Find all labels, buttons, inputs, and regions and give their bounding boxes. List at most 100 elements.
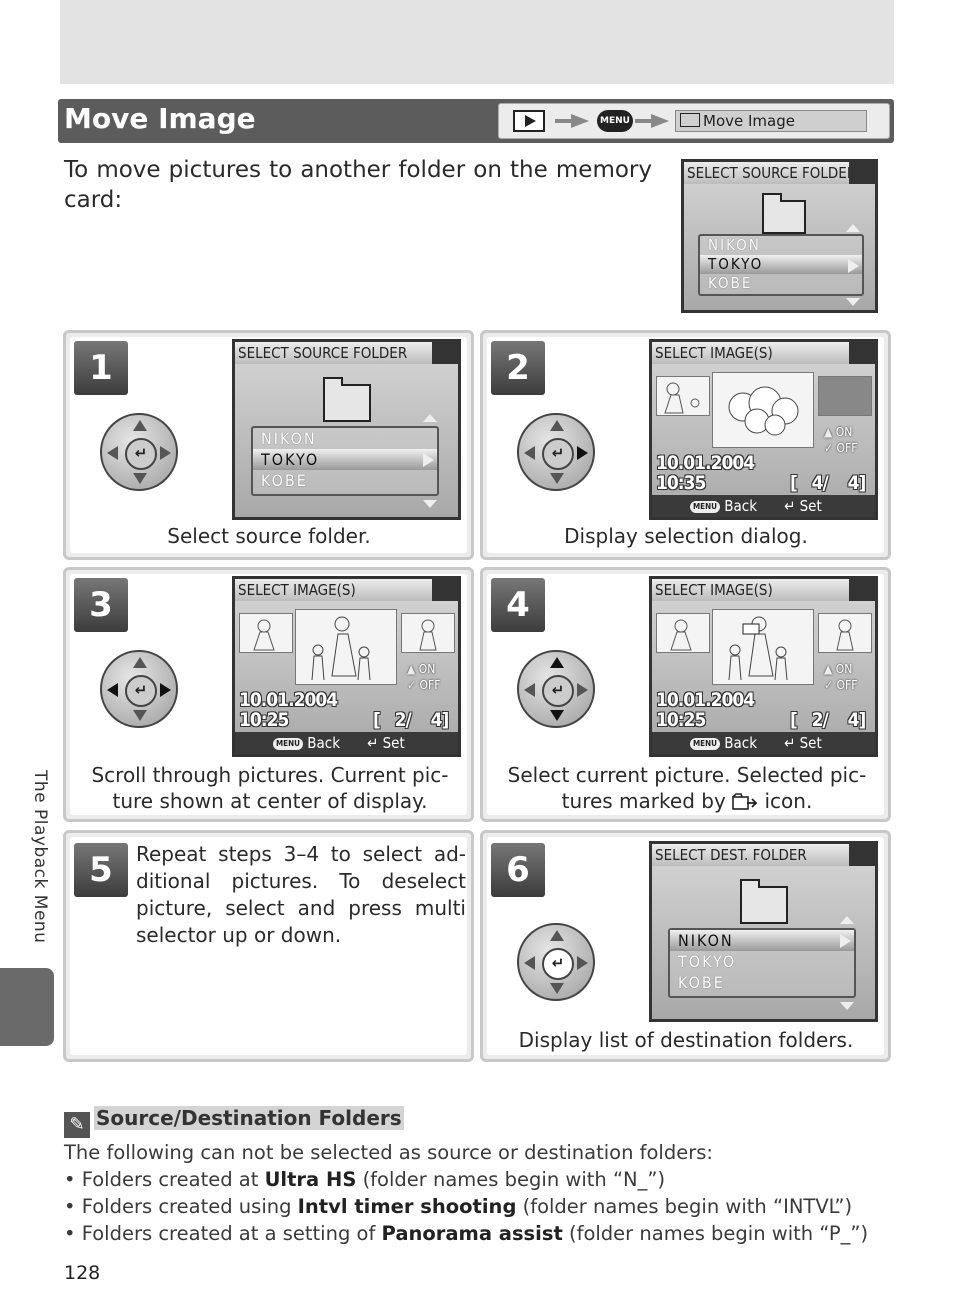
folder-item: NIKON: [261, 429, 317, 448]
on-off-legend: ▲ ON ✓ OFF: [407, 662, 441, 692]
section-title-bar: Move Image MENU Move Image: [58, 99, 894, 143]
step-2-panel: 2 ↵ SELECT IMAGE(S) ▲ ON ✓ OFF 10.01.200…: [480, 330, 891, 560]
back-label: Back: [724, 497, 758, 515]
current-image: [295, 609, 397, 685]
lcd-select-images: SELECT IMAGE(S) ▲ ON ✓ OFF 10.01.2004 10…: [649, 339, 878, 520]
image-time: 10:35: [656, 472, 706, 494]
lcd-header: SELECT SOURCE FOLDER: [684, 162, 875, 184]
lcd-footer: MENU Back ↵ Set: [652, 732, 875, 754]
scroll-down-icon: [840, 1002, 854, 1010]
page-number: 128: [64, 1262, 101, 1284]
folder-item-selected: TOKYO: [700, 255, 862, 274]
lcd-select-dest: SELECT DEST. FOLDER NIKON TOKYO KOBE: [649, 841, 878, 1022]
scroll-down-icon: [423, 500, 437, 508]
step-caption: Select source folder.: [167, 524, 371, 548]
step-caption-line: ture shown at center of display.: [112, 789, 428, 813]
folder-icon: [323, 377, 371, 422]
back-label: Back: [724, 734, 758, 752]
on-off-legend: ▲ ON ✓ OFF: [824, 662, 858, 692]
image-time: 10:25: [656, 709, 706, 731]
step-caption-line: Select current picture. Selected pic-: [507, 763, 867, 787]
folder-icon: [762, 193, 806, 234]
menu-button-icon: MENU: [273, 737, 303, 750]
side-section-label: The Playback Menu: [30, 770, 50, 944]
note-body: The following can not be selected as sou…: [64, 1139, 894, 1247]
page-title: Move Image: [64, 102, 256, 135]
enter-icon: ↵: [784, 497, 796, 515]
arrow-right-icon: [840, 934, 851, 948]
step-5-panel: 5 Repeat steps 3–4 to select ad- ditiona…: [63, 830, 474, 1062]
step-number: 5: [74, 843, 128, 897]
set-label: Set: [799, 734, 822, 752]
note-item: • Folders created at a setting of Panora…: [64, 1222, 869, 1245]
folder-item: KOBE: [261, 471, 308, 490]
lcd-header: SELECT DEST. FOLDER: [652, 844, 875, 866]
lcd-select-images: SELECT IMAGE(S) ▲ ON ✓ OFF 10.01.2004 10…: [232, 576, 461, 757]
menu-path-label: Move Image: [675, 110, 867, 132]
lcd-header: SELECT SOURCE FOLDER: [235, 342, 458, 364]
step-5-text: Repeat steps 3–4 to select ad- ditional …: [136, 841, 466, 949]
multi-selector-icon: ↵: [100, 413, 178, 491]
arrow-right-icon: [555, 114, 589, 128]
folder-item: NIKON: [708, 236, 761, 254]
menu-path-text: Move Image: [703, 112, 795, 130]
thumbnail-empty: [818, 376, 872, 416]
step-caption: Display selection dialog.: [564, 524, 808, 548]
folder-item-selected: NIKON: [670, 930, 854, 951]
step-text-line: selector up or down.: [136, 923, 342, 947]
note-item: • Folders created at Ultra HS (folder na…: [64, 1168, 666, 1191]
thumbnail-image: [239, 613, 293, 653]
step-3-panel: 3 ↵ SELECT IMAGE(S) ▲ ON ✓ OFF 10.01.200…: [63, 567, 474, 822]
intro-text: To move pictures to another folder on th…: [64, 157, 652, 213]
lcd-select-source-preview: SELECT SOURCE FOLDER NIKON TOKYO KOBE: [681, 159, 878, 313]
side-thumb-tab: [0, 968, 54, 1046]
step-caption: Select current picture. Selected pic- tu…: [487, 762, 887, 814]
step-6-panel: 6 ↵ SELECT DEST. FOLDER NIKON TOKYO KOBE…: [480, 830, 891, 1062]
arrow-right-icon: [848, 259, 859, 273]
scroll-up-icon: [423, 414, 437, 422]
lcd-header: SELECT IMAGE(S): [652, 342, 875, 364]
step-number: 3: [74, 578, 128, 632]
lcd-footer: MENU Back ↵ Set: [652, 495, 875, 517]
note-intro: The following can not be selected as sou…: [64, 1141, 713, 1164]
folder-item-selected: TOKYO: [253, 449, 437, 470]
arrow-right-icon: [635, 114, 669, 128]
menu-button-icon: MENU: [597, 110, 633, 132]
move-image-icon: [680, 113, 700, 127]
image-time: 10:25: [239, 709, 289, 731]
image-date: 10.01.2004: [656, 689, 755, 711]
note-heading-text: Source/Destination Folders: [94, 1106, 404, 1130]
scroll-up-icon: [846, 224, 860, 232]
step-number: 4: [491, 578, 545, 632]
step-caption: Display list of destination folders.: [518, 1028, 854, 1052]
multi-selector-icon: ↵: [100, 650, 178, 728]
step-text-line: Repeat steps 3–4 to select ad-: [136, 842, 466, 866]
step-number: 1: [74, 341, 128, 395]
move-image-icon: [732, 790, 758, 810]
on-off-legend: ▲ ON ✓ OFF: [824, 425, 858, 455]
current-image-marked: [712, 609, 814, 685]
thumbnail-image: [656, 376, 710, 416]
image-counter: [ 2/ 4]: [373, 709, 449, 731]
playback-button-icon: [513, 110, 545, 132]
thumbnail-image: [656, 613, 710, 653]
multi-selector-icon: ↵: [517, 923, 595, 1001]
back-label: Back: [307, 734, 341, 752]
folder-list: NIKON TOKYO KOBE: [251, 426, 439, 496]
step-number: 2: [491, 341, 545, 395]
multi-selector-icon: ↵: [517, 650, 595, 728]
folder-list: NIKON TOKYO KOBE: [698, 234, 864, 296]
folder-icon: [740, 879, 788, 924]
menu-button-icon: MENU: [690, 737, 720, 750]
step-caption-line: Scroll through pictures. Current pic-: [91, 763, 449, 787]
menu-path: MENU Move Image: [498, 103, 890, 139]
lcd-select-images: SELECT IMAGE(S) ▲ ON ✓ OFF 10.01.2004 10…: [649, 576, 878, 757]
enter-icon: ↵: [784, 734, 796, 752]
multi-selector-icon: ↵: [517, 413, 595, 491]
step-text-line: ditional pictures. To deselect: [136, 869, 466, 893]
step-1-panel: 1 ↵ SELECT SOURCE FOLDER NIKON TOKYO KOB…: [63, 330, 474, 560]
set-label: Set: [382, 734, 405, 752]
folder-item: TOKYO: [678, 952, 737, 971]
image-date: 10.01.2004: [656, 452, 755, 474]
enter-icon: ↵: [367, 734, 379, 752]
